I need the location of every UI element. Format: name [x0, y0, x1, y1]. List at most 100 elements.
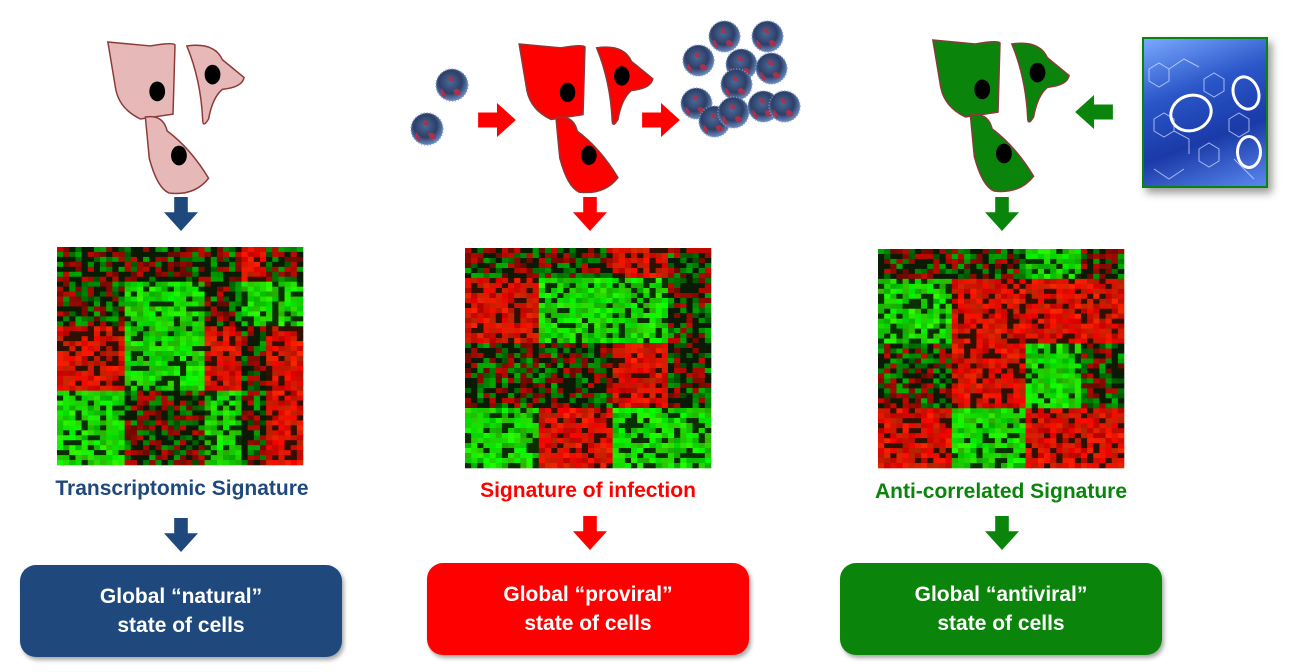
heatmap-cell — [161, 360, 168, 367]
heatmap-cell — [988, 333, 996, 339]
heatmap-cell — [477, 288, 484, 294]
heatmap-cell — [624, 413, 632, 419]
heatmap-cell — [532, 283, 540, 289]
heatmap-cell — [612, 388, 620, 394]
heatmap-cell — [477, 253, 484, 259]
heatmap-cell — [680, 273, 687, 279]
heatmap-cell — [655, 393, 663, 399]
heatmap-cell — [210, 251, 218, 258]
heatmap-cell — [698, 448, 706, 454]
heatmap-cell — [1111, 249, 1119, 255]
heatmap-cell — [155, 420, 162, 426]
heatmap-cell — [1105, 308, 1112, 315]
heatmap-cell — [1111, 278, 1119, 285]
heatmap-cell — [1080, 313, 1088, 319]
heatmap-cell — [465, 313, 472, 319]
heatmap-cell — [1117, 249, 1125, 255]
heatmap-cell — [970, 253, 977, 260]
heatmap-cell — [483, 323, 490, 329]
heatmap-cell — [124, 341, 132, 347]
heatmap-cell — [1105, 328, 1112, 334]
heatmap-cell — [674, 413, 681, 419]
heatmap-cell — [161, 336, 168, 342]
heatmap-cell — [1019, 348, 1026, 354]
heatmap-cell — [649, 348, 656, 354]
heatmap-cell — [890, 283, 897, 290]
heatmap-cell — [477, 378, 484, 384]
heatmap-cell — [655, 273, 663, 279]
heatmap-cell — [661, 388, 669, 394]
heatmap-cell — [927, 308, 934, 315]
heatmap-cell — [136, 261, 144, 268]
heatmap-cell — [130, 321, 138, 327]
heatmap-cell — [1031, 308, 1039, 315]
heatmap-cell — [186, 450, 193, 456]
heatmap-cell — [1111, 258, 1119, 265]
heatmap-cell — [569, 388, 576, 394]
heatmap-cell — [631, 408, 638, 414]
heatmap-cell — [130, 356, 138, 362]
heatmap-cell — [704, 383, 712, 389]
heatmap-cell — [180, 360, 187, 367]
heatmap-cell — [1056, 268, 1063, 275]
heatmap-cell — [130, 251, 138, 258]
heatmap-cell — [649, 338, 656, 344]
heatmap-cell — [631, 373, 638, 379]
heatmap-cell — [241, 395, 248, 401]
heatmap-cell — [514, 253, 521, 259]
heatmap-cell — [143, 356, 150, 362]
heatmap-cell — [674, 308, 681, 314]
heatmap-cell — [149, 331, 156, 337]
heatmap-cell — [1099, 403, 1106, 409]
heatmap-cell — [235, 415, 242, 421]
heatmap-cell — [501, 378, 509, 384]
heatmap-cell — [180, 445, 187, 451]
heatmap-cell — [204, 331, 212, 337]
heatmap-cell — [514, 298, 521, 304]
heatmap-cell — [192, 395, 199, 401]
heatmap-cell — [1044, 423, 1051, 429]
heatmap-cell — [884, 298, 891, 305]
heatmap-cell — [600, 443, 607, 449]
heatmap-cell — [266, 430, 273, 436]
heatmap-cell — [210, 390, 218, 396]
heatmap-cell — [235, 336, 242, 342]
heatmap-cell — [1007, 303, 1014, 310]
heatmap-cell — [235, 321, 242, 327]
heatmap-cell — [600, 253, 607, 259]
heatmap-cell — [284, 251, 291, 258]
heatmap-cell — [945, 393, 953, 399]
heatmap-cell — [87, 316, 95, 322]
heatmap-cell — [988, 368, 996, 374]
heatmap-cell — [680, 413, 687, 419]
heatmap-cell — [465, 263, 472, 269]
heatmap-cell — [1062, 368, 1069, 374]
heatmap-cell — [192, 365, 199, 372]
heatmap-cell — [1117, 388, 1125, 394]
heatmap-cell — [272, 296, 279, 302]
heatmap-cell — [93, 380, 101, 387]
heatmap-cell — [643, 328, 650, 334]
heatmap-cell — [692, 253, 699, 259]
heatmap-cell — [87, 356, 95, 362]
heatmap-cell — [501, 408, 509, 414]
heatmap-cell — [631, 333, 638, 339]
heatmap-cell — [100, 301, 107, 307]
heatmap-cell — [235, 440, 242, 446]
heatmap-cell — [130, 291, 138, 297]
heatmap-cell — [1050, 398, 1057, 404]
heatmap-cell — [1117, 338, 1125, 344]
heatmap-cell — [266, 375, 273, 382]
heatmap-cell — [93, 281, 101, 287]
heatmap-cell — [489, 253, 497, 259]
heatmap-cell — [241, 450, 248, 456]
heatmap-cell — [970, 383, 977, 389]
heatmap-cell — [296, 425, 304, 431]
heatmap-cell — [964, 303, 971, 310]
heatmap-cell — [278, 415, 285, 421]
heatmap-cell — [1080, 388, 1088, 394]
heatmap-cell — [1056, 398, 1063, 404]
heatmap-cell — [471, 418, 478, 424]
heatmap-cell — [186, 360, 193, 367]
heatmap-cell — [1044, 268, 1051, 275]
